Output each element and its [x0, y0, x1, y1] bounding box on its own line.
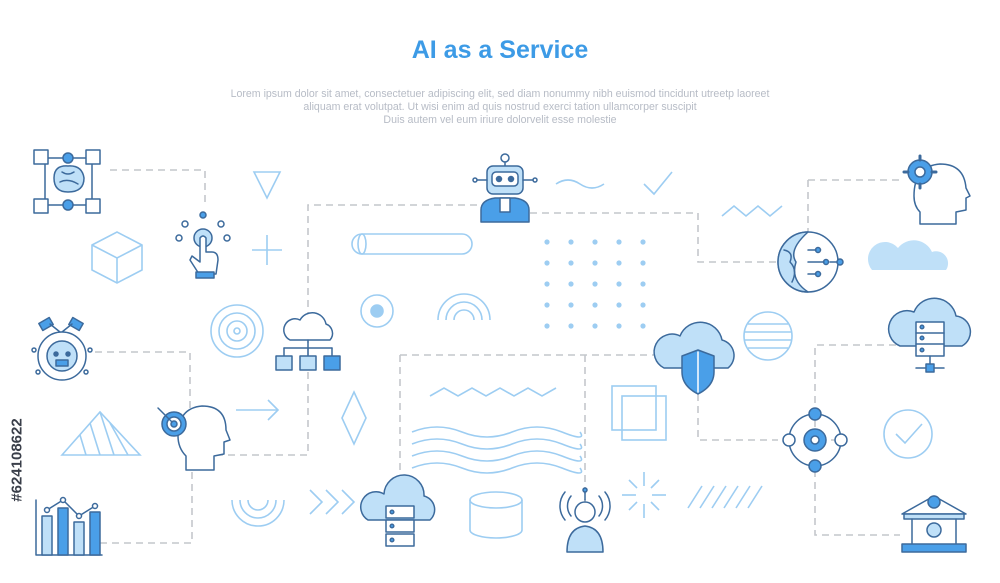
zigzag-small-icon: [721, 204, 783, 218]
cloud-database-icon: [359, 474, 436, 547]
grid-dot: [640, 260, 646, 266]
half-circle-arcs-icon: [437, 293, 491, 321]
grid-dot: [568, 281, 574, 287]
grid-dot: [592, 239, 598, 245]
decorative-shapes: [60, 171, 933, 539]
grid-dot: [640, 323, 646, 329]
cloud-server-icon: [887, 297, 972, 373]
grid-dot: [568, 323, 574, 329]
grid-dot: [568, 302, 574, 308]
robot-head-icon: [472, 153, 538, 223]
cylinder-tube-icon: [351, 233, 473, 255]
description-line: Duis autem vel eum iriure dolorvelit ess…: [383, 114, 617, 126]
bank-dollar-icon: [901, 495, 967, 553]
chevrons-icon: [309, 489, 356, 515]
cloud-shield-icon: [653, 321, 735, 395]
page-title: AI as a Service: [411, 36, 589, 64]
zigzag-icon: [429, 387, 557, 397]
striped-circle-icon: [743, 311, 793, 361]
satellite-robot-icon: [31, 316, 93, 381]
world-network-icon: [777, 231, 844, 293]
description-line: Lorem ipsum dolor sit amet, consectetuer…: [230, 88, 770, 100]
grid-dot: [592, 260, 598, 266]
grid-dot: [544, 323, 550, 329]
user-signal-icon: [559, 487, 611, 553]
description-line: aliquam erat volutpat. Ut wisi enim ad q…: [303, 101, 697, 113]
bar-chart-icon: [35, 496, 103, 556]
grid-dot: [568, 239, 574, 245]
grid-dot: [640, 302, 646, 308]
grid-dot: [640, 239, 646, 245]
gear-cycle-icon: [782, 407, 848, 473]
striped-triangle-icon: [60, 410, 142, 456]
touch-hand-icon: [175, 211, 231, 279]
cloud-filled-icon: [867, 240, 949, 270]
diagonal-lines-icon: [687, 485, 763, 509]
half-arcs-icon: [231, 499, 285, 527]
brain-network-icon: [33, 149, 101, 214]
description: Lorem ipsum dolor sit amet, consectetuer…: [150, 88, 850, 127]
circle-dot-icon: [360, 294, 394, 328]
grid-dot: [640, 281, 646, 287]
grid-dot: [544, 239, 550, 245]
grid-dot: [616, 260, 622, 266]
head-target-icon: [157, 405, 231, 471]
plus-icon: [252, 235, 282, 265]
head-gear-icon: [902, 154, 971, 225]
checkmark-outline-icon: [643, 171, 673, 196]
dot-grid: [544, 239, 646, 329]
grid-dot: [592, 323, 598, 329]
grid-dot: [544, 260, 550, 266]
overlapping-squares-icon: [611, 385, 667, 441]
grid-dot: [544, 281, 550, 287]
check-circle-icon: [883, 409, 933, 459]
grid-dot: [616, 239, 622, 245]
concentric-circles-icon: [210, 304, 264, 358]
dashed-connectors: [95, 169, 900, 544]
grid-dot: [592, 281, 598, 287]
grid-dot: [568, 260, 574, 266]
cylinder-icon: [469, 491, 523, 539]
triangle-outline-icon: [252, 171, 282, 200]
cloud-hierarchy-icon: [275, 312, 341, 371]
wave-lines-icon: [411, 426, 583, 474]
cube-icon: [91, 231, 143, 284]
diamond-outline-icon: [341, 390, 367, 446]
grid-dot: [616, 302, 622, 308]
grid-dot: [544, 302, 550, 308]
burst-lines-icon: [622, 472, 666, 518]
arrow-right-icon: [236, 399, 280, 421]
wave-icon: [555, 179, 605, 189]
grid-dot: [616, 323, 622, 329]
grid-dot: [616, 281, 622, 287]
grid-dot: [592, 302, 598, 308]
